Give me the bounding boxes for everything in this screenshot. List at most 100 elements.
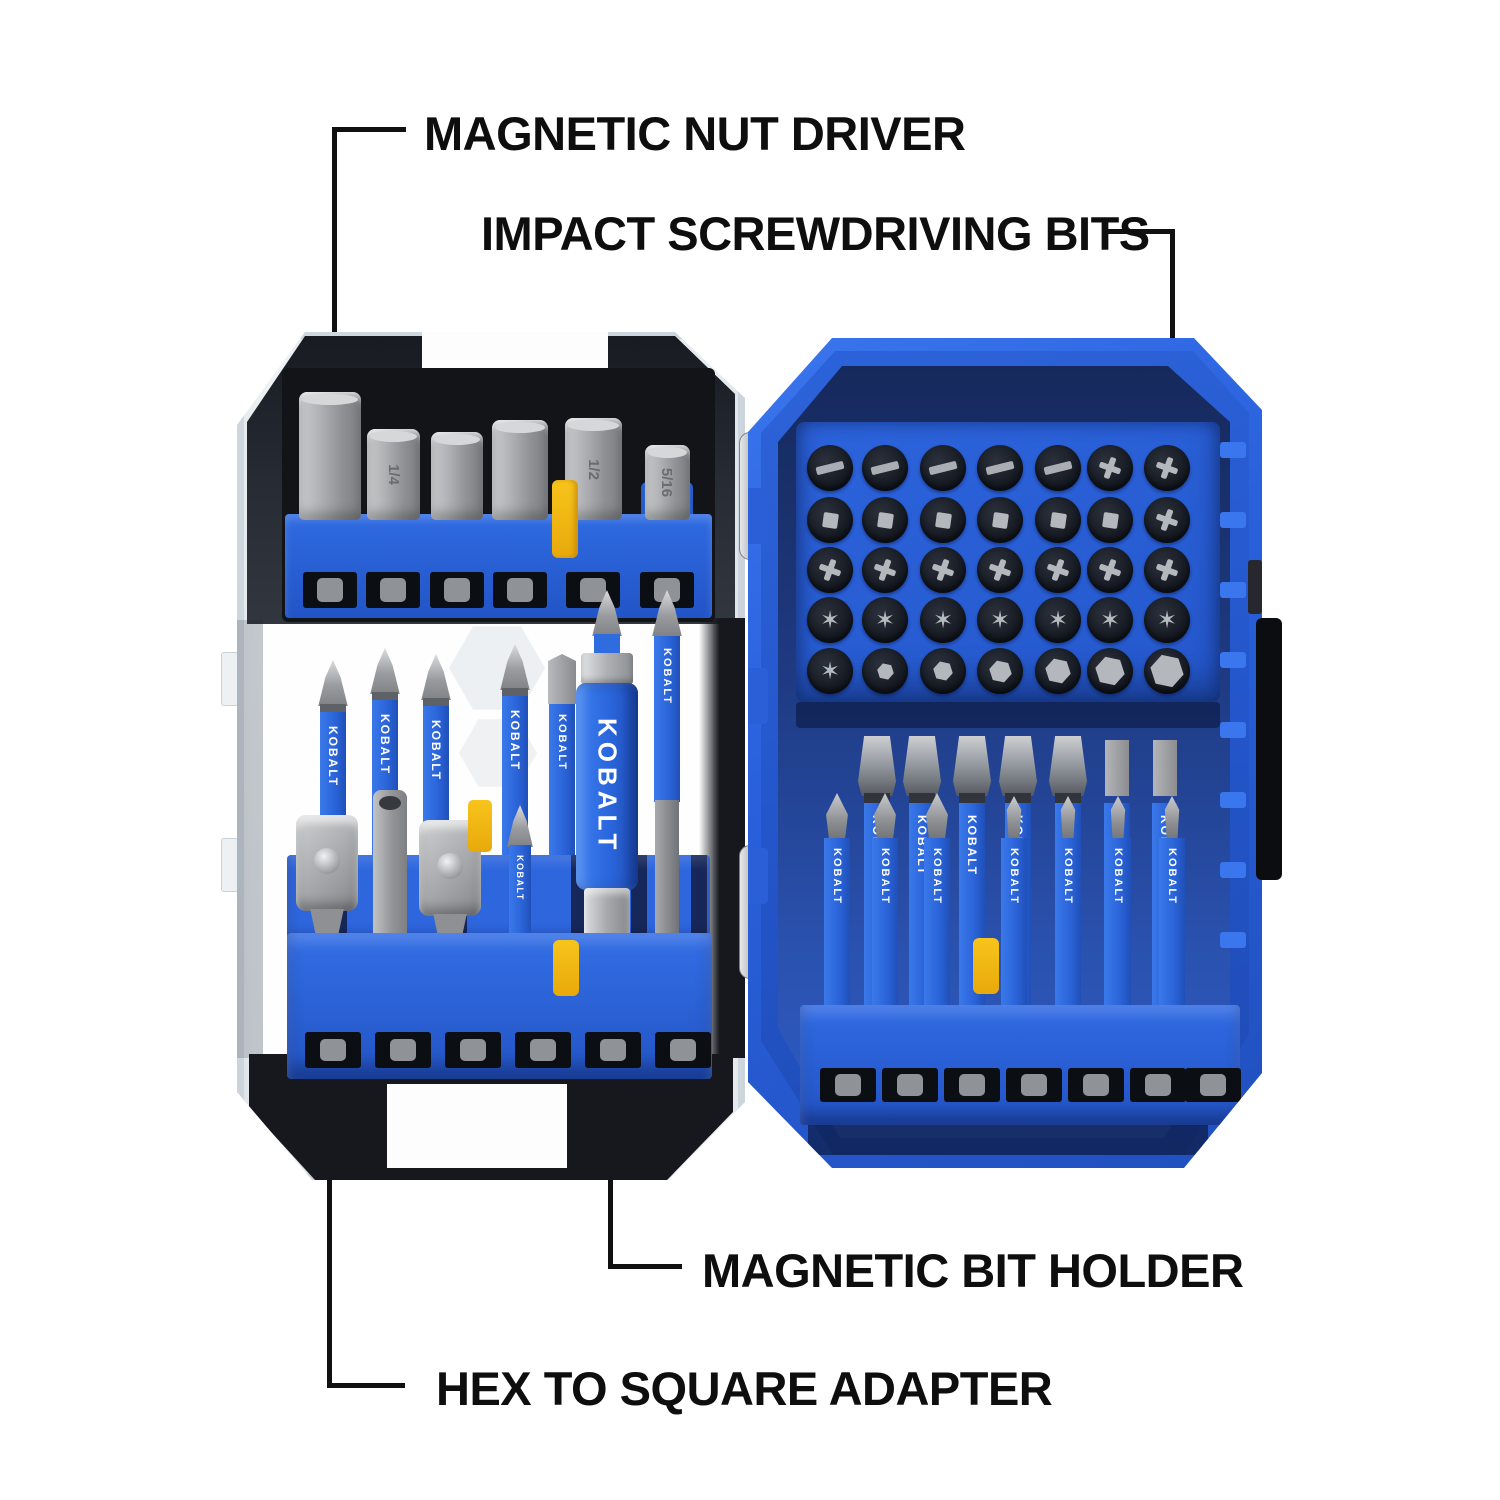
- slot-bit-end: [380, 578, 406, 602]
- slot-bit-end: [1021, 1074, 1047, 1096]
- impact-bit-shank: KOBALT: [1159, 838, 1185, 1015]
- impact-bit-shank: KOBALT: [1105, 838, 1131, 1015]
- size-text: 1/4: [384, 464, 402, 485]
- brand-text: KOBALT: [1166, 848, 1178, 906]
- insert-bit-slotted: [977, 445, 1023, 491]
- callout-line-bit-holder-h: [608, 1264, 682, 1269]
- square-glyph: [1049, 511, 1067, 529]
- kobalt-hexagon-watermark: [449, 626, 545, 710]
- square-bit-tip: [874, 793, 896, 841]
- label-magnetic-bit-holder: MAGNETIC BIT HOLDER: [702, 1244, 1244, 1297]
- slotted-glyph: [985, 460, 1015, 476]
- hex-glyph: [1147, 651, 1187, 691]
- insert-bit-square: [807, 497, 853, 543]
- torx-bit-tip: [1006, 796, 1022, 842]
- brand-text: KOBALT: [429, 720, 443, 782]
- slot-bit-end: [600, 1039, 626, 1061]
- magnetic-nut-driver: [299, 392, 361, 520]
- hex-to-square-adapter: [419, 820, 481, 916]
- phillips-glyph: [815, 555, 846, 586]
- insert-bit-phillips: [862, 547, 908, 593]
- bit-neck: [372, 692, 398, 702]
- label-impact-screwdriving-bits: IMPACT SCREWDRIVING BITS: [481, 207, 1150, 260]
- slot-bit-end: [1145, 1074, 1171, 1096]
- insert-bit-phillips: [807, 547, 853, 593]
- brand-text: KOBALT: [378, 714, 392, 776]
- torx-glyph: ✶: [989, 606, 1011, 634]
- torx-glyph: ✶: [1156, 606, 1178, 634]
- callout-line-nut-driver-h: [334, 127, 406, 132]
- hex-shank-top: [548, 654, 576, 704]
- insert-bit-torx: ✶: [1087, 597, 1133, 643]
- nut-driver-top-face: [495, 422, 545, 433]
- phillips-glyph: [1043, 555, 1074, 586]
- slotted-bit-tip: [999, 736, 1037, 796]
- square-glyph: [934, 511, 952, 529]
- yellow-clip: [553, 940, 579, 996]
- case-rib: [1220, 792, 1246, 808]
- hex-glyph: [875, 661, 895, 681]
- hex-to-square-adapter: [296, 815, 358, 911]
- slot-bit-end: [390, 1039, 416, 1061]
- brand-text: KOBALT: [931, 848, 943, 906]
- torx-glyph: ✶: [874, 606, 896, 634]
- magnetic-bit-holder: KOBALT: [576, 683, 638, 890]
- insert-bit-square: [862, 497, 908, 543]
- insert-bit-phillips: [1144, 497, 1190, 543]
- phillips-glyph: [1095, 555, 1126, 586]
- torx-bit-tip: [1110, 796, 1126, 842]
- bit-neck: [502, 688, 528, 698]
- insert-bit-phillips: [1144, 547, 1190, 593]
- brand-text: KOBALT: [661, 648, 673, 706]
- square-glyph: [1101, 511, 1119, 529]
- size-text: 5/16: [658, 467, 676, 498]
- insert-bit-square: [1035, 497, 1081, 543]
- impact-bit-shank: KOBALT: [654, 636, 680, 802]
- insert-bit-phillips: [1087, 445, 1133, 491]
- insert-bit-slotted: [1035, 445, 1081, 491]
- square-bit-tip: [826, 793, 848, 841]
- bottom-shadow-band: [808, 1125, 1208, 1155]
- right-holder-strip: [800, 1005, 1240, 1125]
- case-rib: [1220, 582, 1246, 598]
- bit-holder-bottom-collar: [584, 888, 630, 938]
- hinge-knuckle: [748, 848, 768, 904]
- torx-glyph: ✶: [1099, 606, 1121, 634]
- slot-bit-end: [580, 578, 606, 602]
- bit-neck: [320, 704, 346, 714]
- insert-bit-square: [977, 497, 1023, 543]
- square-glyph: [876, 511, 894, 529]
- insert-bit-phillips: [1035, 547, 1081, 593]
- insert-bit-hex: [920, 648, 966, 694]
- square-glyph: [821, 511, 839, 529]
- slot-bit-end: [959, 1074, 985, 1096]
- impact-bit-shank: KOBALT: [824, 838, 850, 1015]
- insert-bit-phillips: [977, 547, 1023, 593]
- case-rib: [1220, 652, 1246, 668]
- slotted-glyph: [870, 460, 900, 476]
- brand-text: KOBALT: [831, 848, 843, 906]
- torx-bit-tip: [1164, 796, 1180, 842]
- adapter-ball-detent: [437, 853, 463, 879]
- case-rib: [1220, 442, 1246, 458]
- callout-line-impact-bits-h: [1107, 229, 1175, 234]
- hex-glyph: [931, 659, 955, 683]
- brand-text: KOBALT: [508, 710, 522, 772]
- torx-glyph: ✶: [819, 657, 841, 685]
- insert-bit-torx: ✶: [920, 597, 966, 643]
- nut-driver-top-face: [434, 434, 480, 445]
- brand-text: KOBALT: [1008, 848, 1020, 906]
- insert-bit-torx: ✶: [862, 597, 908, 643]
- holder-slot: [1185, 1068, 1241, 1102]
- insert-bit-hex: [977, 648, 1023, 694]
- insert-bit-phillips: [1144, 445, 1190, 491]
- magnetic-nut-driver: [431, 432, 483, 520]
- magnetic-nut-driver: 5/16: [644, 445, 690, 520]
- insert-bit-square: [920, 497, 966, 543]
- slot-bit-end: [320, 1039, 346, 1061]
- holder-slot: [493, 572, 547, 608]
- insert-bit-torx: ✶: [807, 648, 853, 694]
- holder-slot: [585, 1032, 641, 1068]
- holder-slot: [445, 1032, 501, 1068]
- insert-bit-hex: [1087, 648, 1133, 694]
